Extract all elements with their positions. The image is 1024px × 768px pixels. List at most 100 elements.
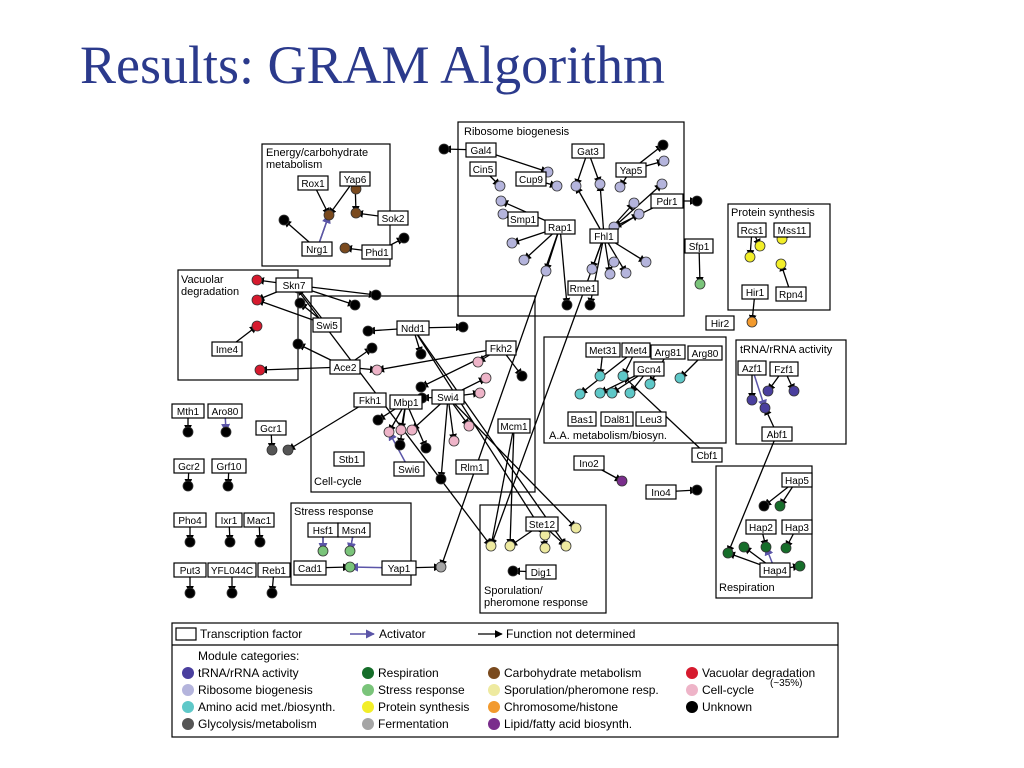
- gene-node-sporulation: [570, 522, 582, 534]
- tf-box-rcs1: [737, 222, 767, 238]
- gene-node-vacuolar: [251, 294, 263, 306]
- gene-node-trna: [759, 402, 771, 414]
- gene-node-unknown: [507, 565, 519, 577]
- tf-box-fzf1: [769, 361, 799, 377]
- tf-label-hap5: Hap5: [785, 476, 809, 487]
- gene-node-unknown: [415, 381, 427, 393]
- legend-swatch-unknown: [686, 701, 698, 713]
- tf-label-gcr1: Gcr1: [260, 424, 282, 435]
- gene-node-sporulation: [485, 540, 497, 552]
- gene-node-trna: [762, 385, 774, 397]
- module-label-sporulation: pheromone response: [484, 597, 588, 609]
- gene-node-unknown: [366, 342, 378, 354]
- legend-swatch-ribosome-biogenesis: [182, 684, 194, 696]
- legend-category-label: Vacuolar degradation: [702, 666, 815, 680]
- tf-label-grf10: Grf10: [216, 462, 241, 473]
- tf-label-stb1: Stb1: [339, 455, 360, 466]
- tf-label-put3: Put3: [180, 566, 201, 577]
- gene-node-respiration: [794, 560, 806, 572]
- tf-label-ime4: Ime4: [216, 345, 239, 356]
- tf-label-sok2: Sok2: [382, 214, 405, 225]
- gene-node-unknown: [292, 338, 304, 350]
- tf-box-gal4: [465, 142, 497, 158]
- tf-box-gcr2: [173, 458, 205, 474]
- legend-category-label: Carbohydrate metabolism: [504, 666, 641, 680]
- gene-node-cellcycle: [371, 364, 383, 376]
- gene-node-glycolysis: [282, 444, 294, 456]
- tf-label-sfp1: Sfp1: [689, 242, 710, 253]
- slide-title: Results: GRAM Algorithm: [80, 35, 666, 95]
- tf-label-arg80: Arg80: [692, 349, 719, 360]
- gene-node-unknown: [222, 480, 234, 492]
- module-box-protsyn: [727, 203, 831, 311]
- regulation-edge: [447, 396, 577, 529]
- gene-node-unknown: [220, 426, 232, 438]
- legend-swatch-cell-cycle: [686, 684, 698, 696]
- tf-label-pho4: Pho4: [178, 516, 202, 527]
- gene-node-unknown: [516, 370, 528, 382]
- gene-node-cellcycle: [480, 372, 492, 384]
- tf-box-nrg1: [301, 241, 333, 257]
- regulation-edge: [727, 433, 778, 554]
- tf-label-gat3: Gat3: [577, 147, 599, 158]
- gene-node-ribosome: [540, 265, 552, 277]
- tf-box-azf1: [737, 360, 767, 376]
- regulation-edge: [559, 226, 571, 306]
- tf-box-bas1: [567, 411, 597, 427]
- tf-label-msn4: Msn4: [342, 526, 367, 537]
- tf-box-yap6: [339, 171, 371, 187]
- gene-node-unknown: [435, 473, 447, 485]
- legend-frame: [171, 622, 839, 738]
- tf-box-mth1: [171, 403, 205, 419]
- gene-node-ribosome: [494, 180, 506, 192]
- gene-node-unknown: [349, 299, 361, 311]
- tf-box-fkh2: [485, 340, 517, 356]
- tf-label-fkh2: Fkh2: [490, 344, 513, 355]
- module-box-energy: [261, 143, 391, 267]
- legend-swatch-glycolysis-metabolism: [182, 718, 194, 730]
- module-boxes: Ribosome biogenesisEnergy/carbohydrateme…: [177, 121, 847, 614]
- gene-node-unknown: [758, 500, 770, 512]
- tf-label-fkh1: Fkh1: [359, 396, 382, 407]
- tf-box-pho4: [173, 512, 207, 528]
- regulation-edge: [596, 183, 605, 237]
- tf-box-met31: [585, 342, 621, 358]
- gene-node-sporulation: [504, 540, 516, 552]
- tf-label-leu3: Leu3: [640, 415, 663, 426]
- tf-label-rpn4: Rpn4: [779, 290, 803, 301]
- gene-node-ribosome: [608, 256, 620, 268]
- gene-node-trna: [788, 385, 800, 397]
- module-label-sporulation: Sporulation/: [484, 585, 544, 597]
- tf-box-yfl044c: [207, 562, 257, 578]
- tf-box-sok2: [377, 210, 409, 226]
- module-box-vacuolar: [177, 269, 299, 381]
- tf-box-leu3: [635, 411, 667, 427]
- gene-node-cellcycle: [395, 424, 407, 436]
- tf-box-hir1: [741, 284, 769, 300]
- gene-node-cellcycle: [448, 435, 460, 447]
- tf-label-nrg1: Nrg1: [306, 245, 328, 256]
- tf-box-pdr1: [650, 193, 684, 209]
- tf-box-mss11: [773, 222, 811, 238]
- gene-node-sporulation: [560, 540, 572, 552]
- gene-node-respiration: [780, 542, 792, 554]
- tf-label-azf1: Azf1: [742, 364, 762, 375]
- tf-label-rme1: Rme1: [570, 284, 597, 295]
- gene-node-protein: [744, 251, 756, 263]
- tf-label-rap1: Rap1: [548, 223, 572, 234]
- gene-node-cellcycle: [474, 387, 486, 399]
- gene-node-amino: [624, 387, 636, 399]
- gene-node-unknown: [398, 232, 410, 244]
- tf-label-skn7: Skn7: [283, 281, 306, 292]
- module-label-aamet: A.A. metabolism/biosyn.: [549, 430, 667, 442]
- tf-label-abf1: Abf1: [767, 430, 788, 441]
- gene-node-amino: [594, 370, 606, 382]
- tf-label-dig1: Dig1: [531, 568, 552, 579]
- tf-box-ste12: [525, 516, 559, 532]
- legend-swatch-stress-response: [362, 684, 374, 696]
- tf-label-gcr2: Gcr2: [178, 462, 200, 473]
- tf-label-mss11: Mss11: [778, 226, 807, 237]
- legend-category-label: Stress response: [378, 683, 465, 697]
- tf-box-dig1: [525, 564, 557, 580]
- module-box-trna: [735, 339, 847, 445]
